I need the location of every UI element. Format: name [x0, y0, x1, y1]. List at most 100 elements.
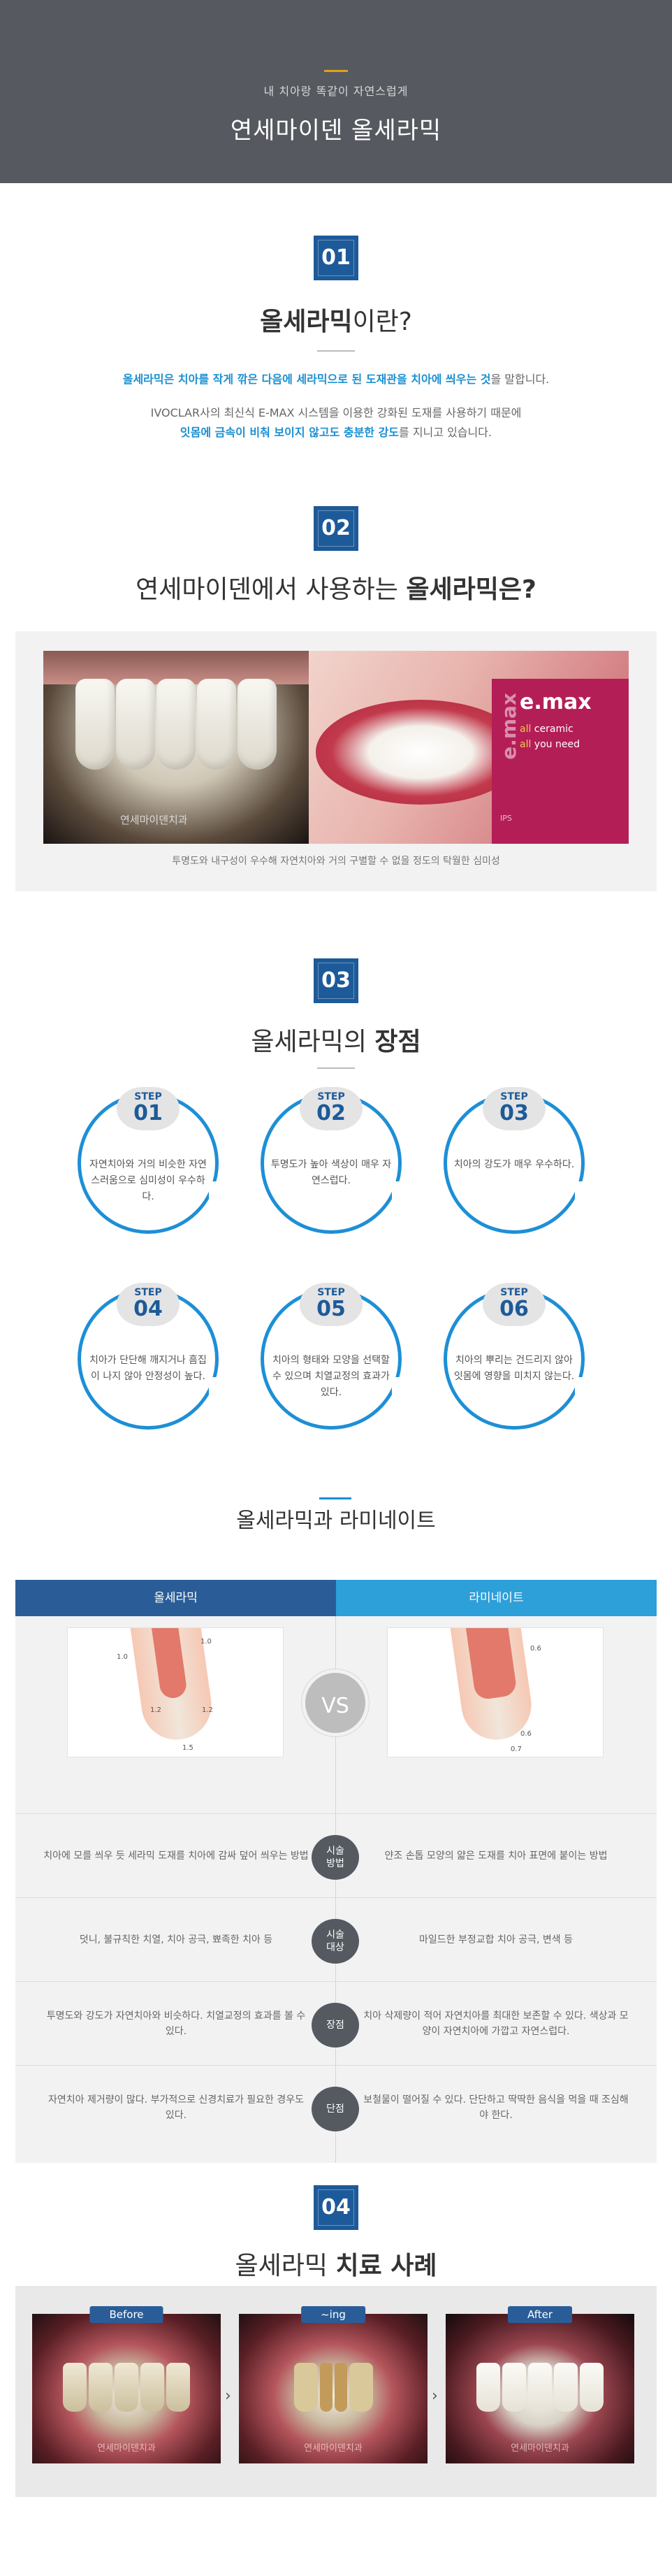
emax-tagline: all ceramic all you need	[520, 724, 580, 750]
tooth-body	[464, 1628, 518, 1701]
case-photo	[239, 2314, 428, 2463]
smile-lips	[316, 700, 525, 805]
section-title: 연세마이덴에서 사용하는 올세라믹은?	[136, 575, 536, 604]
diagram-label: 1.2	[202, 1706, 213, 1714]
chevron-right-icon: ›	[432, 2387, 438, 2405]
header-band: 내 치아랑 똑같이 자연스럽게 연세마이덴 올세라믹	[0, 0, 672, 183]
section-number: 03	[314, 958, 358, 1003]
vs-badge: VS	[302, 1669, 369, 1736]
case-watermark: 연세마이덴치과	[304, 2443, 363, 2454]
emax-logo: e.max	[520, 690, 592, 714]
diagram-label: 0.6	[530, 1645, 541, 1653]
compare-cell-right: 보철물이 떨어질 수 있다. 단단하고 딱딱한 음식을 먹을 때 조심해야 한다…	[363, 2094, 629, 2121]
section-what-is: 01 올세라믹이란? 올세라믹은 치아를 작게 깎은 다음에 세라믹으로 된 도…	[0, 236, 672, 442]
header-title: 연세마이덴 올세라믹	[230, 117, 442, 145]
compare-row-method: 치아에 모를 씌우 듯 세라믹 도재를 치아에 감싸 덮어 씌우는 방법 시술 …	[15, 1813, 657, 1897]
crown	[238, 679, 277, 770]
step-text: 치아의 뿌리는 건드리지 않아 잇몸에 영향을 미치지 않는다.	[453, 1355, 575, 1382]
crown	[197, 679, 236, 770]
section-cases: 04 올세라믹 치료 사례	[0, 2185, 672, 2282]
diagram-label: 1.2	[150, 1706, 161, 1714]
compare-row-pros: 투명도와 강도가 자연치아와 비슷하다. 치열교정의 효과를 볼 수 있다. 장…	[15, 1981, 657, 2065]
compare-cell-left: 치아에 모를 씌우 듯 세라믹 도재를 치아에 감싸 덮어 씌우는 방법	[43, 1850, 309, 1862]
photo-caption: 투명도와 내구성이 우수해 자연치아와 거의 구별할 수 없을 정도의 탁월한 …	[172, 856, 500, 867]
compare-cell-right: 마일드한 부정교합 치아 공극, 변색 등	[419, 1934, 573, 1945]
step-text: 치아의 강도가 매우 우수하다.	[453, 1159, 575, 1170]
crown	[156, 679, 196, 770]
case-after: After 연세마이덴치과	[446, 2306, 634, 2463]
step-text: 투명도가 높아 색상이 매우 자연스럽다.	[270, 1159, 392, 1186]
section-title: 올세라믹이란?	[260, 308, 412, 336]
teeth-closeup-photo: 연세마이덴치과	[43, 651, 309, 844]
compare-row-tag: 단점	[312, 2087, 359, 2131]
allceramic-tooth-diagram: 1.0 1.0 1.2 1.2 1.5	[67, 1627, 284, 1757]
compare-cell-left: 덧니, 불규칙한 치열, 치아 공극, 뾰족한 치아 등	[79, 1934, 273, 1945]
compare-row-tag: 시술 대상	[312, 1919, 359, 1964]
case-teeth	[467, 2363, 613, 2412]
clinic-watermark: 연세마이덴치과	[120, 814, 188, 826]
compare-header: 올세라믹 라미네이트	[15, 1580, 657, 1616]
step-text: 자연치아와 거의 비슷한 자연스러움으로 심미성이 우수하다.	[89, 1159, 207, 1202]
case-before: Before 연세마이덴치과	[32, 2306, 221, 2463]
header-subtitle: 내 치아랑 똑같이 자연스럽게	[263, 85, 409, 98]
laminate-tooth-diagram: 0.6 0.6 0.7	[387, 1627, 604, 1757]
case-teeth	[260, 2363, 407, 2412]
compare-cell-left: 자연치아 제거량이 많다. 부가적으로 신경치료가 필요한 경우도 있다.	[48, 2094, 305, 2121]
tooth-cross-section	[448, 1628, 536, 1745]
diagram-label: 0.7	[511, 1746, 522, 1753]
diagram-label: 1.0	[117, 1653, 128, 1661]
emax-brand-box: e.max e.max all ceramic all you need IPS	[492, 679, 629, 844]
section-title: 올세라믹의 장점	[251, 1028, 421, 1056]
section-title: 올세라믹 치료 사례	[235, 2252, 437, 2280]
intro-paragraph-1: 올세라믹은 치아를 작게 깎은 다음에 세라믹으로 된 도재관을 치아에 씌우는…	[122, 373, 550, 386]
emax-vertical-logo: e.max	[497, 693, 520, 760]
case-teeth	[53, 2363, 200, 2412]
step-text: 치아의 형태와 모양을 선택할 수 있으며 치열교정의 효과가 있다.	[272, 1355, 390, 1398]
compare-head-laminate: 라미네이트	[336, 1580, 657, 1616]
crown	[116, 679, 155, 770]
section-divider	[317, 1067, 355, 1069]
emax-ips-mark: IPS	[500, 814, 512, 823]
chevron-right-icon: ›	[225, 2387, 231, 2405]
section-used-ceramic: 02 연세마이덴에서 사용하는 올세라믹은?	[0, 506, 672, 605]
diagram-label: 1.0	[200, 1638, 212, 1646]
compare-cell-right: 치아 삭제량이 적어 자연치아를 최대한 보존할 수 있다. 색상과 모양이 자…	[363, 2010, 629, 2037]
case-label: After	[507, 2306, 573, 2323]
compare-center-line	[335, 1616, 336, 2163]
compare-head-allceramic: 올세라믹	[15, 1580, 336, 1616]
intro-paragraph-2: IVOCLAR사의 최신식 E-MAX 시스템을 이용한 강화된 도재를 사용하…	[150, 406, 522, 439]
compare-row-target: 덧니, 불규칙한 치열, 치아 공극, 뾰족한 치아 등 시술 대상 마일드한 …	[15, 1897, 657, 1981]
compare-row-cons: 자연치아 제거량이 많다. 부가적으로 신경치료가 필요한 경우도 있다. 단점…	[15, 2065, 657, 2149]
section-number: 02	[314, 506, 358, 551]
smile-ad-photo: e.max e.max all ceramic all you need IPS	[309, 651, 629, 844]
case-ing: ~ing 연세마이덴치과	[239, 2306, 428, 2463]
case-label: Before	[89, 2306, 163, 2323]
step-text: 치아가 단단해 깨지거나 흠집이 나지 않아 안정성이 높다.	[89, 1355, 207, 1382]
section-number: 01	[314, 236, 358, 280]
crowns-row	[57, 679, 295, 777]
case-watermark: 연세마이덴치과	[511, 2443, 569, 2454]
compare-row-tag: 시술 방법	[312, 1835, 359, 1880]
ceramic-photo-panel: 연세마이덴치과 e.max e.max all ceramic all you …	[15, 631, 657, 891]
case-label: ~ing	[301, 2306, 365, 2323]
compare-accent-bar	[319, 1497, 351, 1499]
photo-pair: 연세마이덴치과 e.max e.max all ceramic all you …	[43, 651, 629, 844]
section-number: 04	[314, 2185, 358, 2230]
diagram-label: 1.5	[182, 1744, 193, 1752]
compare-title: 올세라믹과 라미네이트	[236, 1509, 436, 1533]
diagram-label: 0.6	[520, 1730, 532, 1738]
header-accent-bar	[324, 70, 348, 72]
case-photos: Before 연세마이덴치과 ~ing 연세마이덴치과 After 연세마이덴치…	[32, 2306, 634, 2463]
